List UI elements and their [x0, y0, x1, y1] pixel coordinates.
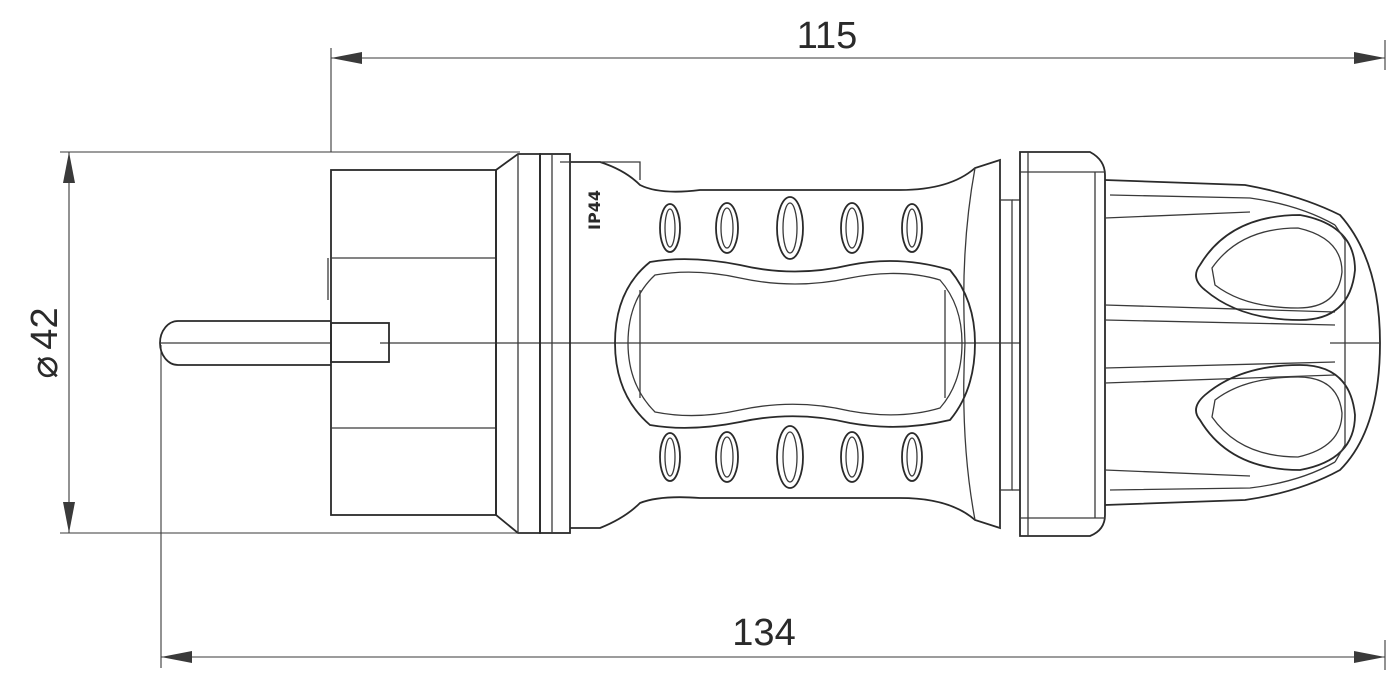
grip-ovals-bottom — [659, 425, 923, 489]
plug-pin — [159, 320, 390, 366]
dimension-top-label: 115 — [797, 15, 858, 57]
dimension-bottom-label: 134 — [732, 612, 795, 654]
diameter-value: 42 — [24, 307, 66, 349]
ip-rating-marking: IP44 — [585, 190, 604, 230]
dimension-top: 115 — [330, 15, 1386, 152]
strain-relief — [1104, 179, 1381, 506]
grip-ovals-top — [659, 196, 923, 260]
rear-nut-ring — [1019, 151, 1106, 537]
grip-window — [614, 258, 976, 429]
svg-text:IP44: IP44 — [585, 190, 604, 230]
dimension-diameter: ⌀ 42 — [24, 151, 520, 534]
grip-body — [560, 158, 1020, 530]
collar-ring — [495, 153, 571, 534]
svg-text:⌀42: ⌀ 42 — [24, 307, 66, 378]
diameter-symbol: ⌀ — [24, 356, 66, 379]
dimension-bottom: 134 — [160, 345, 1386, 670]
